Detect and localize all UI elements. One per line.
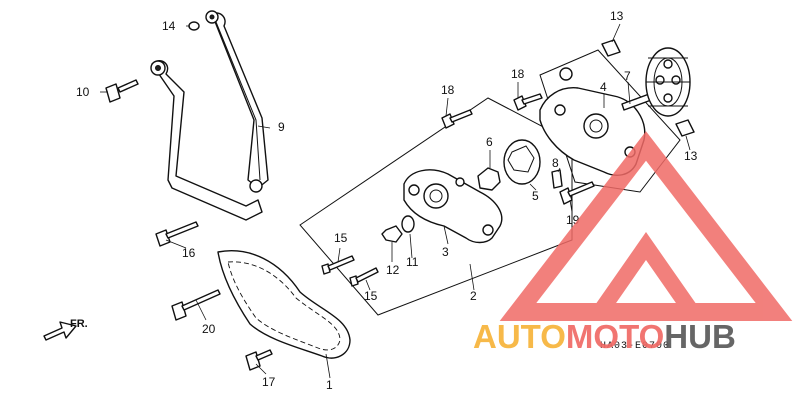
callout-2: 2	[470, 289, 477, 303]
watermark-moto: MOTO	[566, 318, 664, 355]
pin-8	[551, 169, 563, 189]
callout-13b: 13	[684, 149, 698, 163]
watermark-auto: AUTO	[473, 318, 566, 355]
bolt-10	[105, 79, 139, 103]
bolt-19	[559, 181, 595, 205]
callout-16: 16	[182, 246, 196, 260]
leader-lines	[100, 23, 691, 379]
callout-12: 12	[386, 263, 400, 277]
callout-13a: 13	[610, 9, 624, 23]
diagram-code: HA03-E0700	[600, 341, 670, 352]
cover-plate-1	[217, 250, 351, 359]
oil-pipe-lower	[150, 60, 263, 221]
watermark-logo	[499, 131, 793, 321]
bolt-15b	[349, 267, 379, 287]
washer-11	[401, 215, 415, 233]
nut-12	[381, 225, 403, 243]
callout-15b: 15	[364, 289, 378, 303]
direction-label: FR.	[70, 318, 88, 330]
callout-5: 5	[532, 189, 539, 203]
callout-17: 17	[262, 375, 276, 389]
callout-7: 7	[624, 69, 631, 83]
callout-14: 14	[162, 19, 176, 33]
bolt-16	[155, 221, 199, 247]
callout-4: 4	[600, 80, 607, 94]
callout-1: 1	[326, 378, 333, 392]
callout-9: 9	[278, 120, 285, 134]
dowel-13a	[601, 39, 621, 57]
watermark-hub: HUB	[664, 318, 736, 355]
inner-rotor-6	[477, 167, 501, 191]
washer-14	[188, 21, 200, 31]
bolt-20	[171, 289, 221, 321]
bolt-18b	[513, 93, 543, 111]
callout-8: 8	[552, 156, 559, 170]
dowel-13b	[675, 119, 695, 137]
bolt-15a	[321, 255, 355, 275]
svg-text:AUTOMOTOHUB: AUTOMOTOHUB	[473, 318, 736, 355]
watermark-text: AUTOMOTOHUB	[473, 318, 736, 355]
drive-gear	[645, 47, 691, 117]
pump-housing-3	[403, 169, 503, 244]
bolt-17	[245, 349, 273, 371]
oil-pipe-upper	[205, 10, 269, 193]
callout-11: 11	[406, 255, 419, 269]
front-direction-arrow: FR.	[43, 318, 88, 341]
callout-18a: 18	[441, 83, 455, 97]
callout-6: 6	[486, 135, 493, 149]
outer-rotor-5	[503, 139, 541, 185]
callout-10: 10	[76, 85, 90, 99]
pump-body-4	[539, 67, 646, 176]
callout-3: 3	[442, 245, 449, 259]
callout-20: 20	[202, 322, 216, 336]
callout-15a: 15	[334, 231, 348, 245]
callout-18b: 18	[511, 67, 525, 81]
bolt-18a	[441, 109, 473, 129]
